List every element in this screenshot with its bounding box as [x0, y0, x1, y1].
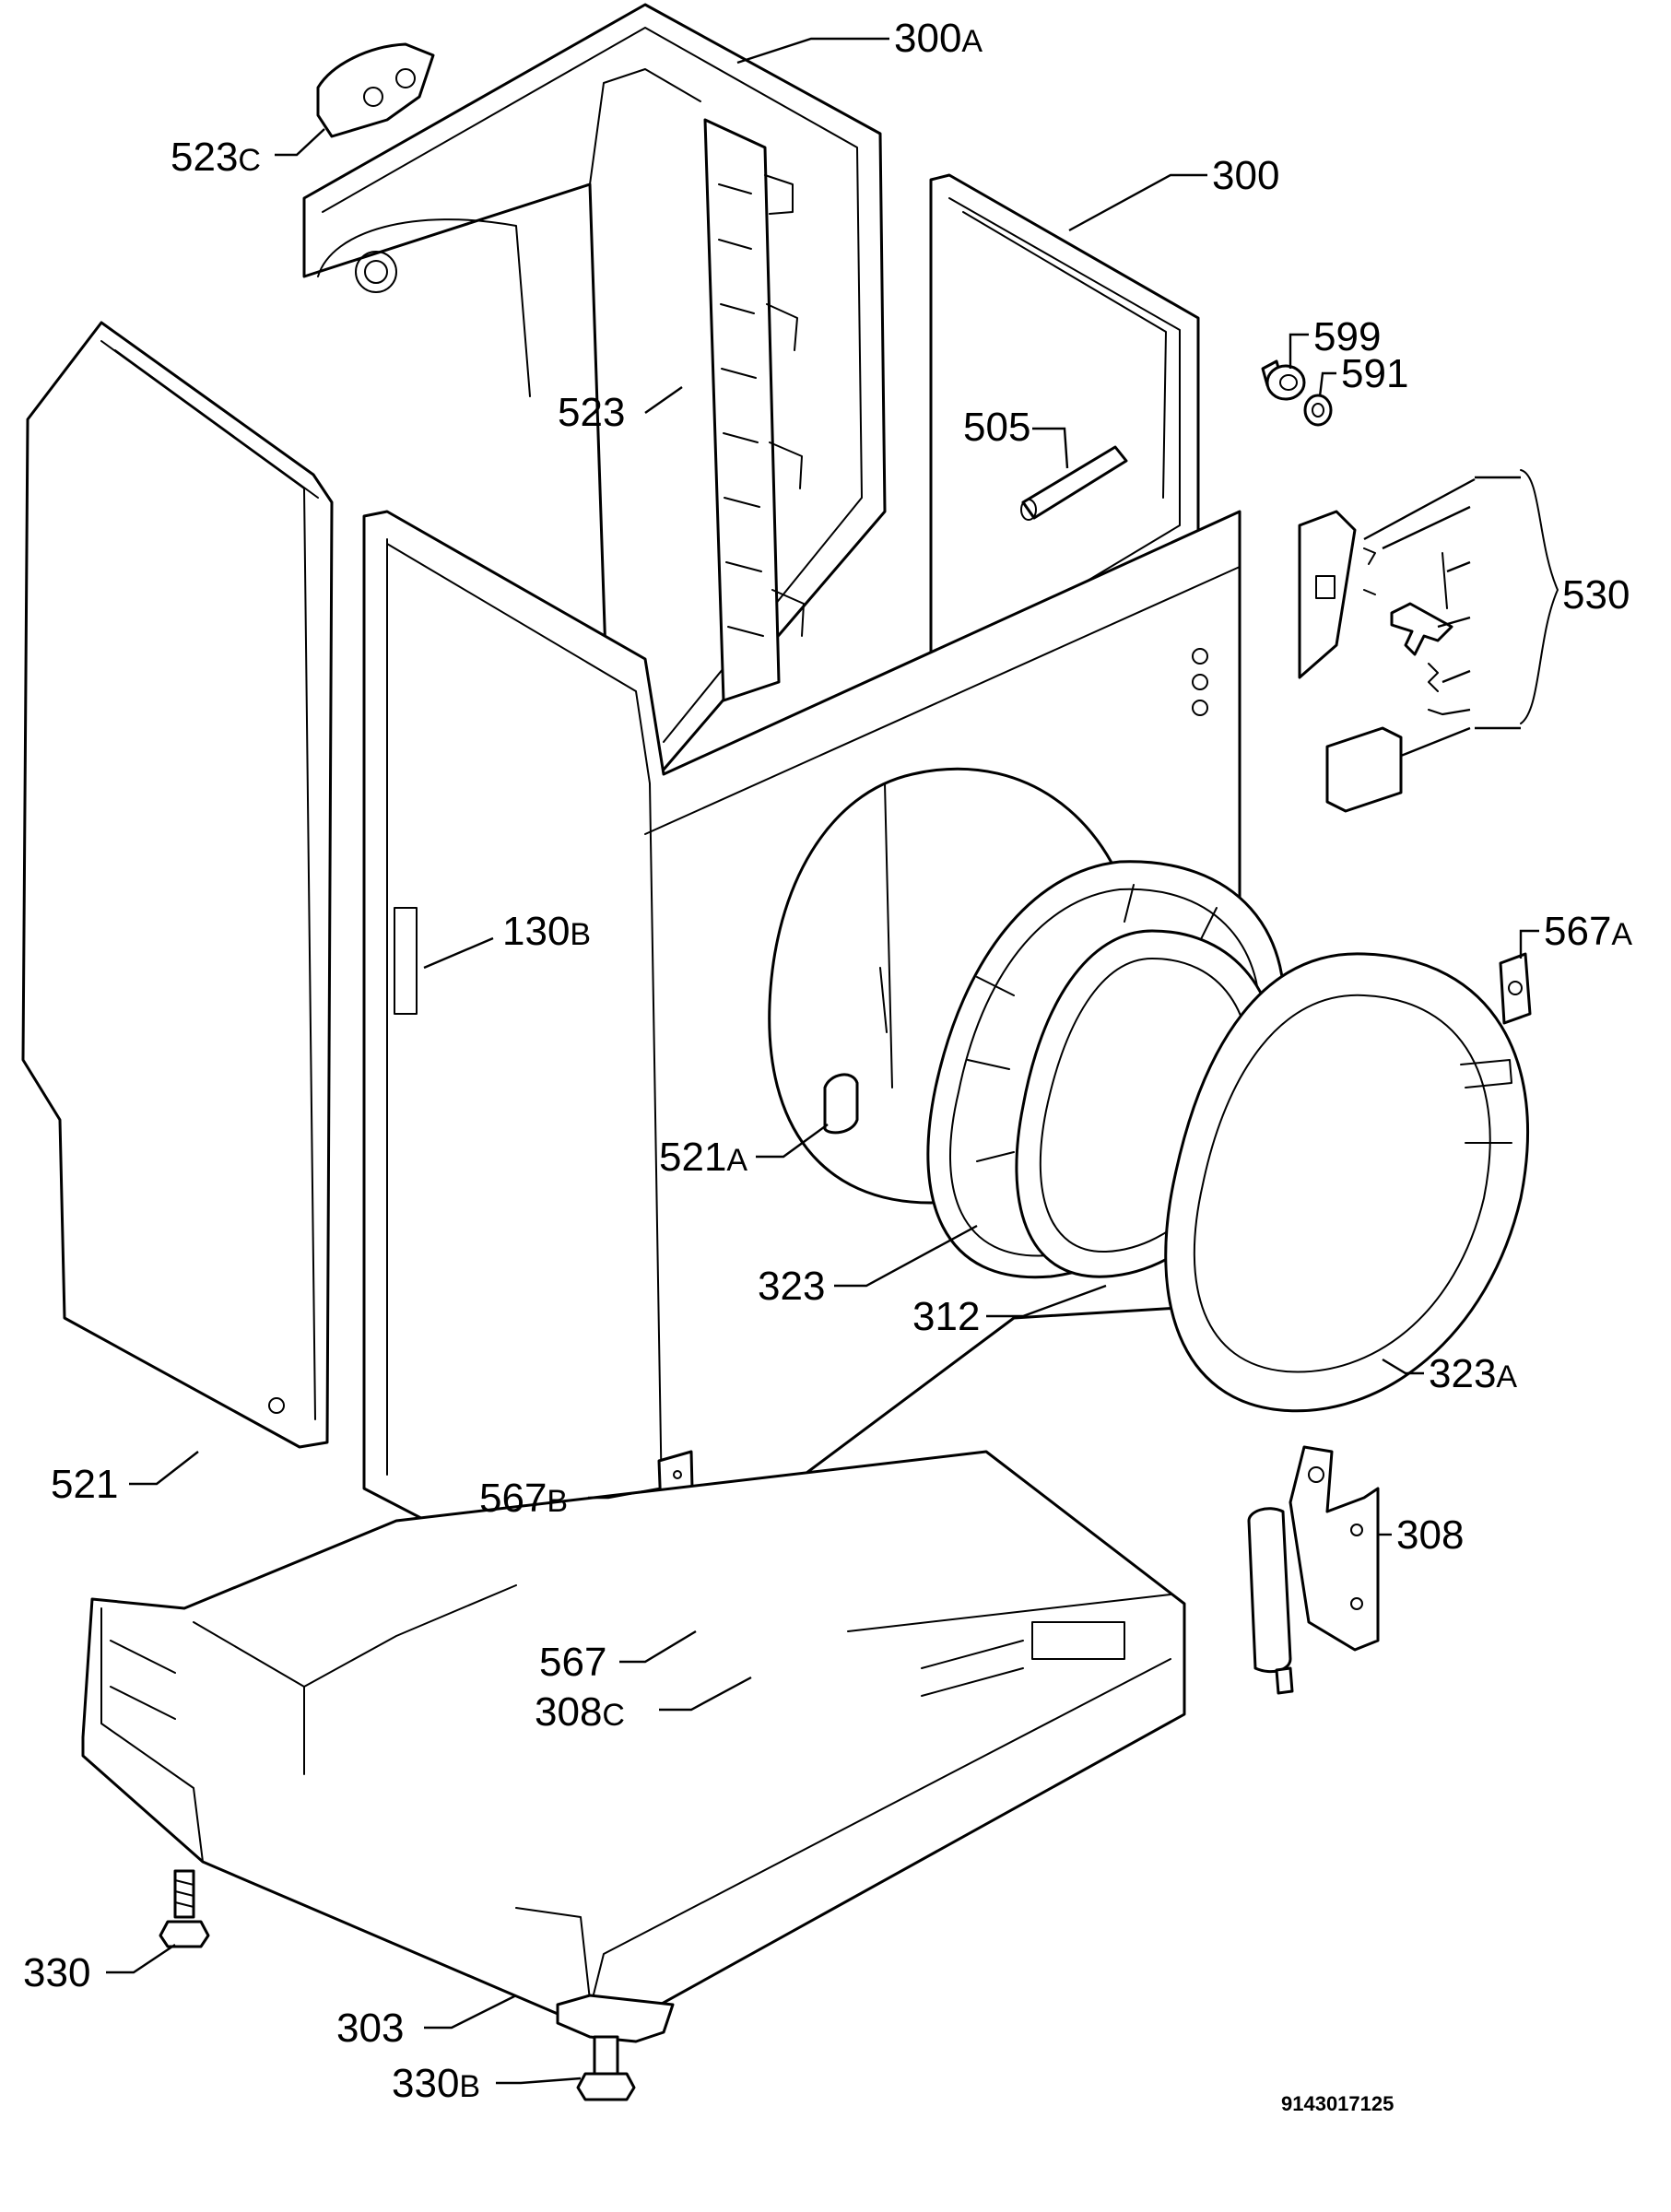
part-521a-grommet — [823, 1073, 859, 1135]
label-591: 591 — [1341, 351, 1408, 396]
label-323: 323 — [758, 1264, 825, 1309]
part-330b-foot — [556, 1994, 675, 2101]
label-300: 300 — [1212, 153, 1279, 198]
label-567b: 567B — [479, 1476, 568, 1521]
label-567a: 567A — [1544, 909, 1632, 954]
label-312: 312 — [912, 1294, 980, 1339]
label-567: 567 — [539, 1640, 606, 1685]
part-303-base-frame — [81, 1450, 1186, 2030]
part-567a-bracket — [1499, 952, 1532, 1025]
label-505: 505 — [963, 405, 1030, 450]
label-303: 303 — [336, 2006, 404, 2051]
part-591-washer — [1303, 394, 1333, 427]
label-323a: 323A — [1429, 1351, 1517, 1396]
part-308-hinge — [1247, 1445, 1380, 1695]
part-530-door-lock-kit — [1298, 469, 1559, 813]
part-523-mounting-strip — [703, 118, 805, 702]
label-308: 308 — [1396, 1512, 1464, 1558]
label-130b: 130B — [502, 909, 591, 954]
label-308c: 308C — [535, 1689, 625, 1735]
document-number: 9143017125 — [1281, 2092, 1394, 2115]
label-521: 521 — [51, 1462, 118, 1507]
part-523c-clip — [316, 42, 435, 138]
label-599: 599 — [1313, 314, 1381, 359]
leader-lines — [106, 37, 1539, 2085]
label-523c: 523C — [171, 135, 261, 180]
part-labels: 300A 523C 300 599 591 523 505 530 130B 5… — [23, 16, 1632, 2115]
label-521a: 521A — [659, 1135, 747, 1180]
part-323a-outer-ring — [1164, 952, 1529, 1413]
part-505-rod — [1020, 445, 1128, 521]
label-330: 330 — [23, 1950, 90, 1995]
label-523: 523 — [558, 390, 625, 435]
label-330b: 330B — [392, 2061, 480, 2106]
label-530: 530 — [1562, 572, 1630, 618]
part-130b-left-panel — [21, 321, 334, 1449]
part-599-knob — [1261, 359, 1306, 401]
label-300a: 300A — [894, 16, 983, 61]
part-330-foot — [159, 1869, 210, 1948]
